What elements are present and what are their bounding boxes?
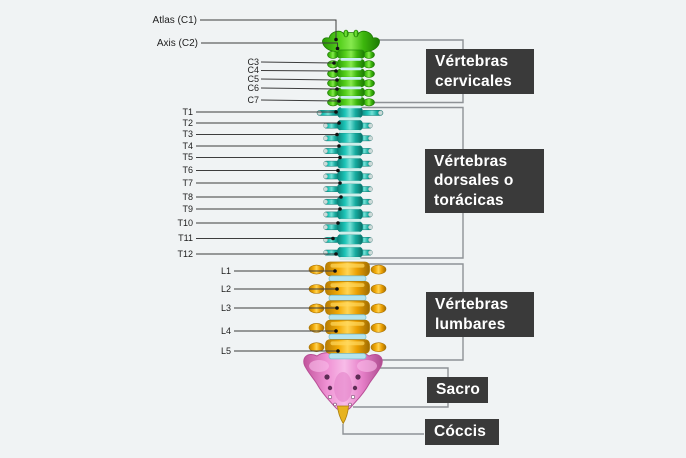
label-t10: T10 [177, 217, 193, 228]
leader-dot-axis-c2 [335, 46, 340, 51]
region-box-coccis: Cóccis [425, 419, 499, 445]
sacrum-illustration [303, 352, 383, 425]
label-t7: T7 [182, 177, 193, 188]
leader-dot-c6 [335, 87, 339, 91]
label-t6: T6 [182, 165, 193, 175]
label-c3: C3 [247, 56, 259, 67]
leader-dot-t5 [338, 155, 342, 160]
sacral-foramina [324, 374, 361, 391]
label-c5: C5 [247, 73, 259, 84]
coccyx-bone [337, 405, 349, 425]
leader-lines [196, 19, 343, 353]
label-t8: T8 [182, 191, 193, 202]
atlas-bone [322, 30, 380, 53]
region-box-cervicales: Vértebras cervicales [426, 49, 534, 94]
label-t9: T9 [182, 203, 193, 214]
leader-dot-c5 [335, 78, 339, 82]
label-t2: T2 [182, 117, 193, 128]
sacrum-left-ala-highlight [309, 360, 329, 372]
leader-dot-t6 [336, 168, 340, 173]
sacral-dots [327, 394, 355, 407]
leader-dot-atlas-c1 [334, 37, 338, 42]
lumbar-vertebrae-illustration [308, 261, 387, 360]
bracket-coccis [342, 424, 424, 435]
label-t5: T5 [182, 152, 193, 162]
leader-dot-t8 [339, 195, 343, 199]
label-l5: L5 [220, 345, 231, 356]
leader-dot-l2 [335, 287, 339, 291]
label-t11: T11 [178, 233, 193, 243]
label-c7: C7 [247, 94, 259, 105]
label-t4: T4 [182, 140, 193, 151]
leader-line-atlas-c1 [200, 19, 337, 38]
label-l3: L3 [220, 302, 231, 313]
leader-dot-l4 [334, 329, 338, 333]
region-label-coccis: Cóccis [434, 423, 487, 441]
sacrum-central-ridge [334, 372, 352, 402]
label-t12: T12 [177, 248, 193, 259]
region-box-dorsales: Vértebras dorsales o torácicas [425, 149, 544, 213]
leader-line-c7 [260, 99, 339, 102]
leader-dot-l3 [335, 306, 339, 310]
leader-dot-c7 [337, 99, 341, 103]
sacrum-right-ala-highlight [357, 360, 377, 372]
leader-dot-l5 [336, 349, 340, 353]
leader-dot-t10 [336, 221, 340, 225]
label-l4: L4 [220, 325, 231, 336]
leader-dot-c3 [332, 61, 336, 65]
leader-dot-t4 [337, 144, 341, 148]
label-atlas-c1: Atlas (C1) [152, 14, 197, 26]
label-c6: C6 [247, 82, 259, 93]
region-label-lumbares: Vértebras lumbares [435, 296, 509, 333]
thoracic-vertebrae-illustration [316, 107, 384, 260]
leader-dot-t12 [334, 252, 338, 256]
leader-line-c4 [260, 70, 336, 72]
region-box-lumbares: Vértebras lumbares [426, 292, 534, 337]
leader-dot-t9 [338, 207, 342, 211]
leader-dot-l1 [333, 269, 337, 273]
label-t1: T1 [182, 106, 193, 117]
label-l2: L2 [220, 283, 231, 294]
label-c4: C4 [247, 65, 259, 75]
label-axis-c2: Axis (C2) [156, 37, 198, 49]
leader-line-axis-c2 [201, 42, 338, 47]
region-box-sacro: Sacro [427, 377, 488, 403]
leader-dot-t7 [338, 181, 342, 185]
label-l1: L1 [220, 265, 231, 276]
leader-dot-c4 [334, 69, 338, 73]
region-label-dorsales: Vértebras dorsales o torácicas [434, 153, 514, 209]
leader-line-c5 [260, 78, 337, 81]
region-label-sacro: Sacro [436, 381, 481, 399]
leader-dot-t3 [335, 132, 339, 137]
leader-dot-t2 [337, 121, 341, 125]
axis-dens-right [353, 29, 359, 38]
label-t3: T3 [182, 129, 193, 139]
leader-line-c6 [260, 87, 337, 90]
region-label-cervicales: Vértebras cervicales [435, 53, 512, 90]
leader-line-c3 [260, 61, 334, 64]
leader-dot-t1 [334, 110, 338, 114]
axis-dens-left [343, 29, 349, 38]
cervical-vertebrae-illustration [322, 29, 380, 109]
leader-dot-t11 [331, 236, 335, 241]
